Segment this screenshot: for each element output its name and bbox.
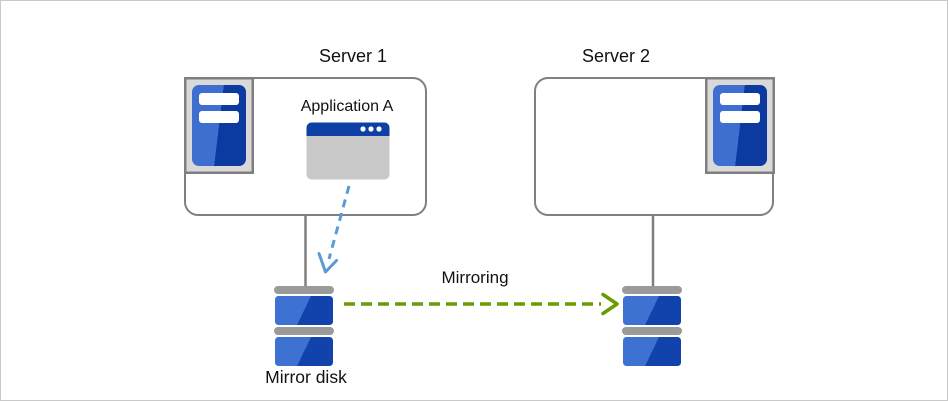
application-window-icon xyxy=(306,122,390,180)
mirror-disk-icon-left xyxy=(274,286,334,366)
app-to-disk-arrowhead xyxy=(317,252,338,274)
mirror-disk-label: Mirror disk xyxy=(265,367,347,387)
application-label: Application A xyxy=(300,98,394,115)
server2-label: Server 2 xyxy=(581,46,651,66)
server1-server-icon xyxy=(184,77,254,174)
server2-server-icon xyxy=(705,77,775,174)
server1-label: Server 1 xyxy=(318,46,388,66)
mirror-disk-icon-right xyxy=(622,286,682,366)
mirroring-label: Mirroring xyxy=(441,268,509,287)
mirroring-arrowhead xyxy=(601,292,619,316)
